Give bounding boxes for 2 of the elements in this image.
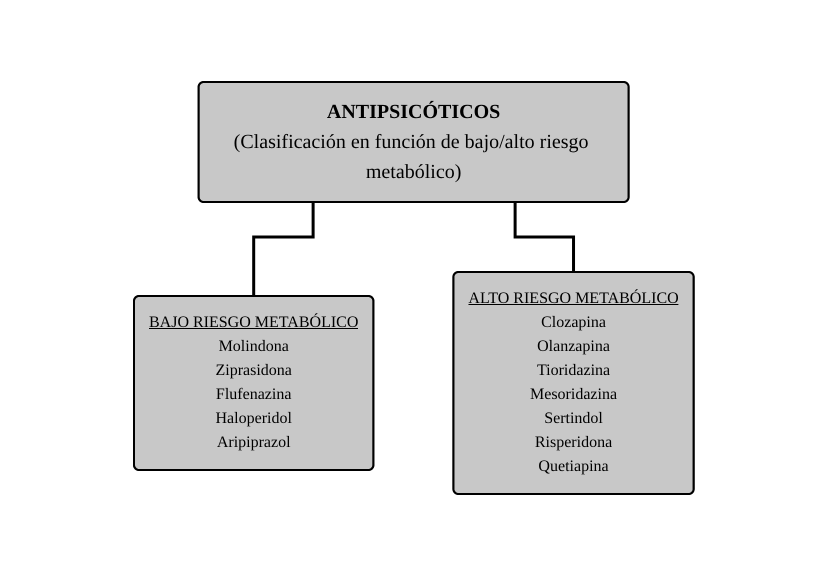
connector	[252, 202, 314, 298]
connector	[513, 202, 576, 274]
